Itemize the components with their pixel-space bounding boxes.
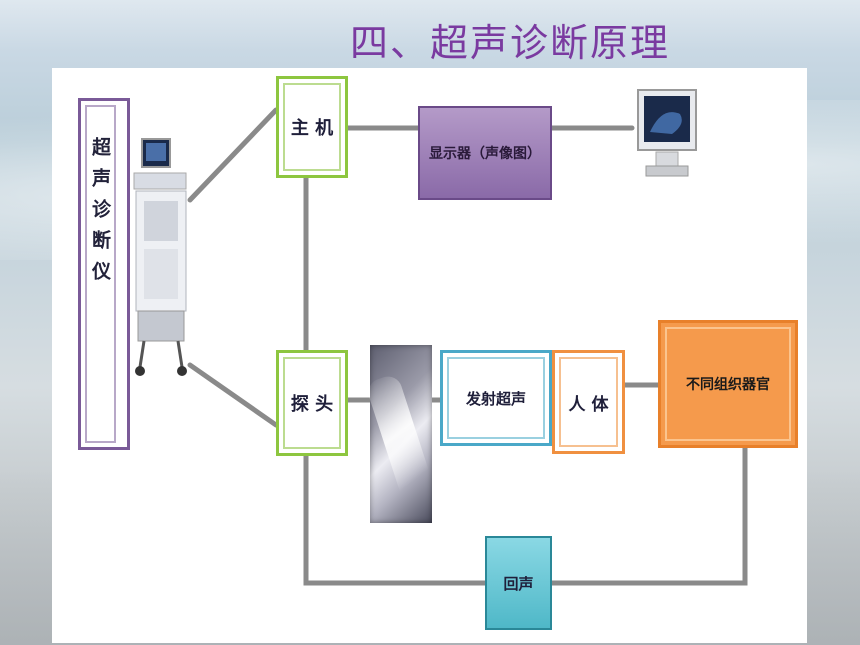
device-label: 超声诊断仪 [85, 105, 116, 443]
line-echo-organs [549, 445, 748, 586]
organs-label: 不同组织器官 [665, 327, 791, 441]
probe-label: 探 头 [283, 357, 341, 449]
monitor-icon [637, 89, 697, 177]
host-label: 主 机 [283, 83, 341, 171]
body-label: 人 体 [559, 357, 618, 447]
line-device-host [187, 107, 279, 203]
echo-node: 回声 [485, 536, 552, 630]
host-node: 主 机 [276, 76, 348, 178]
display-label: 显示器（声像图） [429, 146, 541, 162]
organs-node: 不同组织器官 [658, 320, 798, 448]
probe-node: 探 头 [276, 350, 348, 456]
emit-label: 发射超声 [447, 357, 545, 439]
line-echo-loop [303, 453, 488, 586]
line-device-probe [187, 362, 279, 428]
device-label-box: 超声诊断仪 [78, 98, 130, 450]
probe-photo [370, 345, 432, 523]
emit-node: 发射超声 [440, 350, 552, 446]
body-node: 人 体 [552, 350, 625, 454]
page-title: 四、超声诊断原理 [349, 21, 670, 65]
ultrasound-machine-icon [133, 138, 187, 376]
display-node: 显示器（声像图） [418, 106, 552, 200]
echo-label: 回声 [503, 574, 534, 593]
